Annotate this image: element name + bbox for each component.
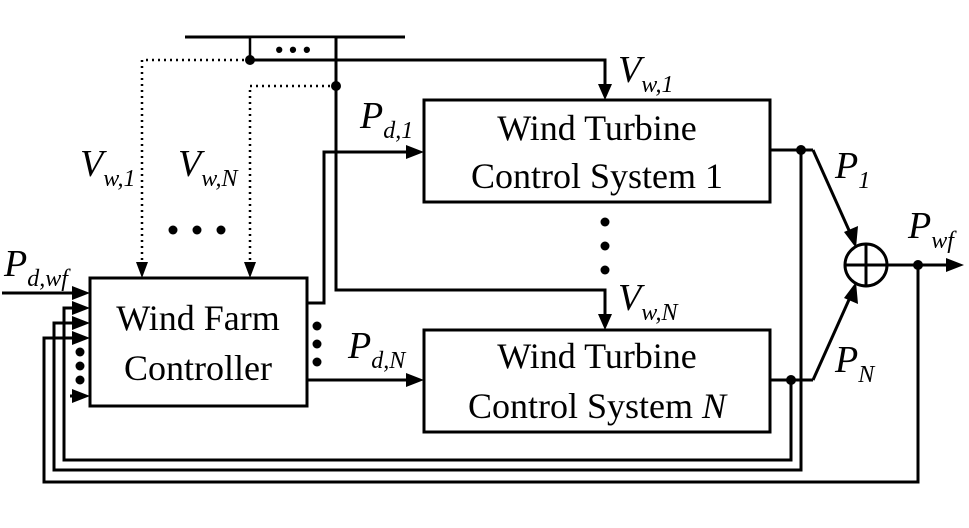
- label-p-n: PN: [834, 339, 876, 388]
- wind-farm-controller-block: Wind Farm Controller: [88, 276, 309, 408]
- ellipsis-controller-outputs: [312, 321, 322, 367]
- summing-junction: [843, 242, 889, 288]
- junction-dot: [331, 81, 341, 91]
- turbine-control-system-1-block: Wind Turbine Control System 1: [422, 98, 772, 204]
- t1-label-line2: Control System 1: [471, 156, 723, 196]
- tn-label-line2: Control System N: [468, 386, 728, 426]
- wfc-label-line2: Controller: [124, 348, 272, 388]
- wind-measurement-dotted-wires: [136, 58, 336, 278]
- label-v-w-n-left: Vw,N: [178, 143, 239, 192]
- label-v-w-1-left: Vw,1: [80, 143, 135, 192]
- turbine-control-system-n-block: Wind Turbine Control System N: [422, 328, 772, 434]
- junction-dot: [245, 55, 255, 65]
- label-v-w-1-top: Vw,1: [618, 49, 673, 98]
- wind-speed-wires: [250, 37, 612, 330]
- label-p-d-1: Pd,1: [359, 95, 413, 144]
- label-p-1: P1: [834, 145, 870, 194]
- power-demand-wires: [2, 145, 424, 387]
- label-p-wf: Pwf: [907, 205, 957, 254]
- ellipsis-feedback-inputs: [75, 347, 85, 385]
- label-p-d-n: Pd,N: [347, 325, 407, 374]
- ellipsis-between-turbines: [600, 217, 610, 275]
- label-p-d-wf: Pd,wf: [3, 243, 71, 292]
- wfc-label-line1: Wind Farm: [116, 298, 280, 338]
- label-v-w-n-mid: Vw,N: [618, 277, 679, 326]
- feedback-wires: [42, 150, 920, 484]
- t1-label-line1: Wind Turbine: [497, 108, 697, 148]
- bus-ellipsis: • • •: [275, 37, 310, 62]
- wind-measurement-bus: • • •: [185, 35, 405, 62]
- ellipsis-between-measurements: [168, 225, 226, 235]
- tn-label-line1: Wind Turbine: [497, 336, 697, 376]
